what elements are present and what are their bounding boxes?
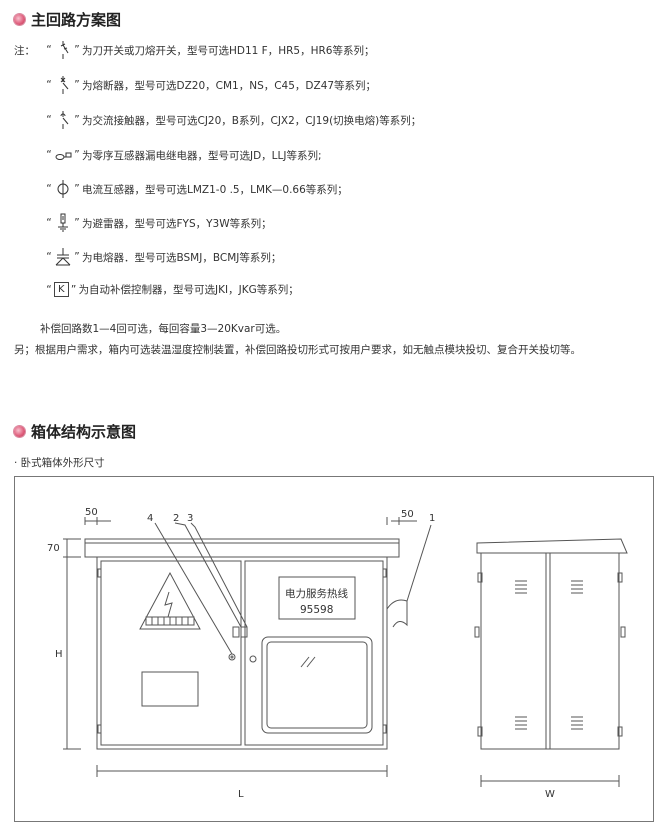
dim-50-right: 50 [401,509,414,520]
residual-current-relay-icon [54,145,72,165]
cabinet-body-front [96,556,388,750]
right-door [244,560,384,746]
note-row: “ ” 为熔断器，型号可选DZ20，CM1，NS，C45，DZ47等系列； [14,75,376,95]
note-text: 为刀开关或刀熔开关，型号可选HD11 F，HR5，HR6等系列； [82,44,375,57]
section-bullet-icon [14,14,25,25]
callout-4: 4 [147,513,153,524]
surge-arrester-icon [54,213,72,233]
diagram-frame: 50 50 70 H L W 4 2 3 1 电力服务热线 95598 [14,476,654,822]
left-door [100,560,242,746]
cabinet-roof [84,538,400,558]
note-text: 为电熔器．型号可选BSMJ，BCMJ等系列； [82,251,282,264]
note-text: 电流互感器，型号可选LMZ1-0 .5，LMK—0.66等系列； [82,183,348,196]
right-handle [232,626,240,638]
note-text: 为熔断器，型号可选DZ20，CM1，NS，C45，DZ47等系列； [82,79,377,92]
note-row: “ ” 为电熔器．型号可选BSMJ，BCMJ等系列； [14,247,281,267]
section-title-text: 主回路方案图 [31,11,122,29]
view-window [261,636,373,734]
dim-W: W [545,789,555,800]
dim-L: L [238,789,244,800]
callout-3: 3 [187,513,193,524]
note-text: 为避雷器，型号可选FYS，Y3W等系列； [82,217,272,230]
note-row: “ ” 电流互感器，型号可选LMZ1-0 .5，LMK—0.66等系列； [14,179,348,199]
callout-2: 2 [173,513,179,524]
note-text: 为零序互感器漏电继电器，型号可选JD，LLJ等系列; [82,149,322,162]
section-title-main-circuit: 主回路方案图 [14,9,121,30]
dim-50-left: 50 [85,507,98,518]
warning-triangle-icon [139,571,201,630]
section-title-text: 箱体结构示意图 [31,423,137,441]
compensation-controller-icon: K [54,282,69,297]
note-row: “ ” 为避雷器，型号可选FYS，Y3W等系列； [14,213,272,233]
left-lock-icon [228,653,236,661]
additional-paragraph: 另；根据用户需求，箱内可选装温湿度控制装置，补偿回路投切形式可按用户要求，如无触… [14,344,581,356]
hotline-plate [278,576,356,620]
capacitor-icon [54,247,72,267]
section-bullet-icon [14,426,25,437]
subtitle: · 卧式箱体外形尺寸 [14,457,105,469]
current-transformer-icon [54,179,72,199]
name-plate [141,671,199,707]
dim-H: H [55,649,63,660]
dim-70: 70 [47,543,60,554]
note-text: 为自动补偿控制器，型号可选JKI，JKG等系列； [78,284,299,296]
contactor-icon [54,110,72,130]
note-row: 注： “ ” 为刀开关或刀熔开关，型号可选HD11 F，HR5，HR6等系列； [14,40,374,60]
hotline-label: 电力服务热线 [285,587,348,600]
side-vent [386,599,408,628]
note-text: 为交流接触器，型号可选CJ20，B系列，CJX2，CJ19(切换电熔)等系列； [82,114,422,127]
vent-grille [515,580,583,730]
circuit-breaker-icon [54,75,72,95]
section-title-box-structure: 箱体结构示意图 [14,421,136,442]
indicator-row [145,616,195,626]
hotline-number: 95598 [300,604,333,616]
right-lock-icon [249,655,257,663]
note-row: “ ” 为交流接触器，型号可选CJ20，B系列，CJX2，CJ19(切换电熔)等… [14,110,421,130]
knife-switch-icon [54,40,72,60]
cabinet-diagram: 50 50 70 H L W 4 2 3 1 电力服务热线 95598 [47,507,628,800]
cabinet-roof-side [476,538,628,554]
note-row: “ ” 为零序互感器漏电继电器，型号可选JD，LLJ等系列; [14,145,322,165]
note-label: 注： [14,44,35,57]
compensation-paragraph: 补偿回路数1—4回可选，每回容量3—20Kvar可选。 [40,323,287,335]
callout-1: 1 [429,513,435,524]
note-row: “ K ” 为自动补偿控制器，型号可选JKI，JKG等系列； [46,282,299,297]
